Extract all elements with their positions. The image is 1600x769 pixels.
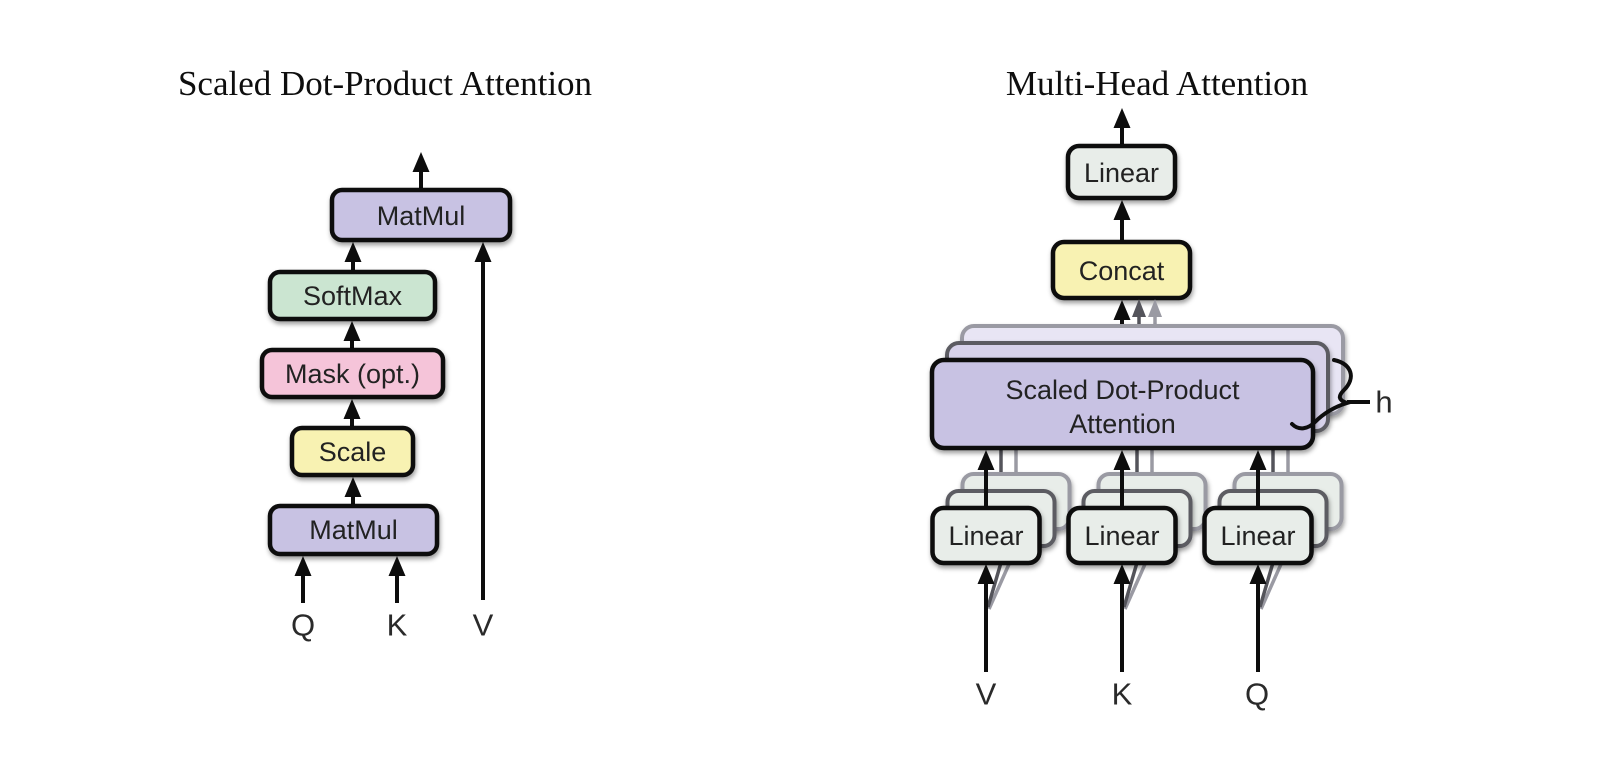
left-output-arrow: [412, 152, 430, 190]
linear-k-to-sdpa-arrow: [1113, 450, 1131, 510]
right-output-arrow: [1113, 108, 1131, 146]
linear-v-to-sdpa-arrow: [977, 450, 995, 510]
linear-v-label: Linear: [948, 521, 1023, 551]
left-k-label: K: [387, 608, 408, 643]
left-mask-to-softmax-arrow: [343, 321, 361, 350]
softmax-box: [267, 269, 438, 322]
scale-label: Scale: [319, 437, 387, 467]
concat-label: Concat: [1079, 256, 1165, 286]
left-q-input-arrow: [294, 556, 312, 603]
right-v-input-arrow: [977, 564, 995, 672]
linear-top-label: Linear: [1084, 158, 1159, 188]
left-k-input-arrow: [388, 556, 406, 603]
left-matmul-to-scale-arrow: [344, 477, 362, 506]
linear-k-label: Linear: [1084, 521, 1159, 551]
linear-q-to-sdpa-arrow: [1249, 450, 1267, 510]
left-scale-to-mask-arrow: [343, 399, 361, 428]
sdpa-label-line2: Attention: [1069, 409, 1176, 439]
matmul-top-label: MatMul: [377, 201, 466, 231]
right-q-input-arrow: [1249, 564, 1267, 672]
right-k-input-arrow: [1113, 564, 1131, 672]
mask-label: Mask (opt.): [285, 359, 420, 389]
left-v-label: V: [473, 608, 494, 643]
sdpa-box: [929, 357, 1316, 451]
right-k-label: K: [1112, 677, 1133, 712]
matmul-top-box: [329, 187, 513, 243]
mask-box: [259, 347, 446, 400]
linear-top-box: [1065, 143, 1178, 201]
linear-q-label: Linear: [1220, 521, 1295, 551]
left-softmax-to-matmul-arrow: [344, 242, 362, 272]
right-q-label: Q: [1245, 677, 1269, 712]
matmul-bottom-box: [267, 503, 440, 557]
softmax-label: SoftMax: [303, 281, 403, 311]
left-v-input-arrow: [474, 242, 492, 600]
multi-head-attention-diagram: Multi-Head Attention Linear Concat: [929, 64, 1393, 712]
left-q-label: Q: [291, 608, 315, 643]
right-v-label: V: [976, 677, 997, 712]
left-diagram-title: Scaled Dot-Product Attention: [178, 64, 592, 103]
sdpa-label-line1: Scaled Dot-Product: [1005, 375, 1240, 405]
matmul-bottom-label: MatMul: [309, 515, 398, 545]
right-diagram-title: Multi-Head Attention: [1006, 64, 1308, 103]
concat-to-linear-arrow: [1113, 200, 1131, 242]
scaled-dot-product-attention-diagram: Scaled Dot-Product Attention MatMul: [178, 64, 592, 643]
concat-box: [1050, 239, 1193, 301]
heads-count-label: h: [1375, 385, 1392, 420]
scale-box: [289, 425, 416, 478]
